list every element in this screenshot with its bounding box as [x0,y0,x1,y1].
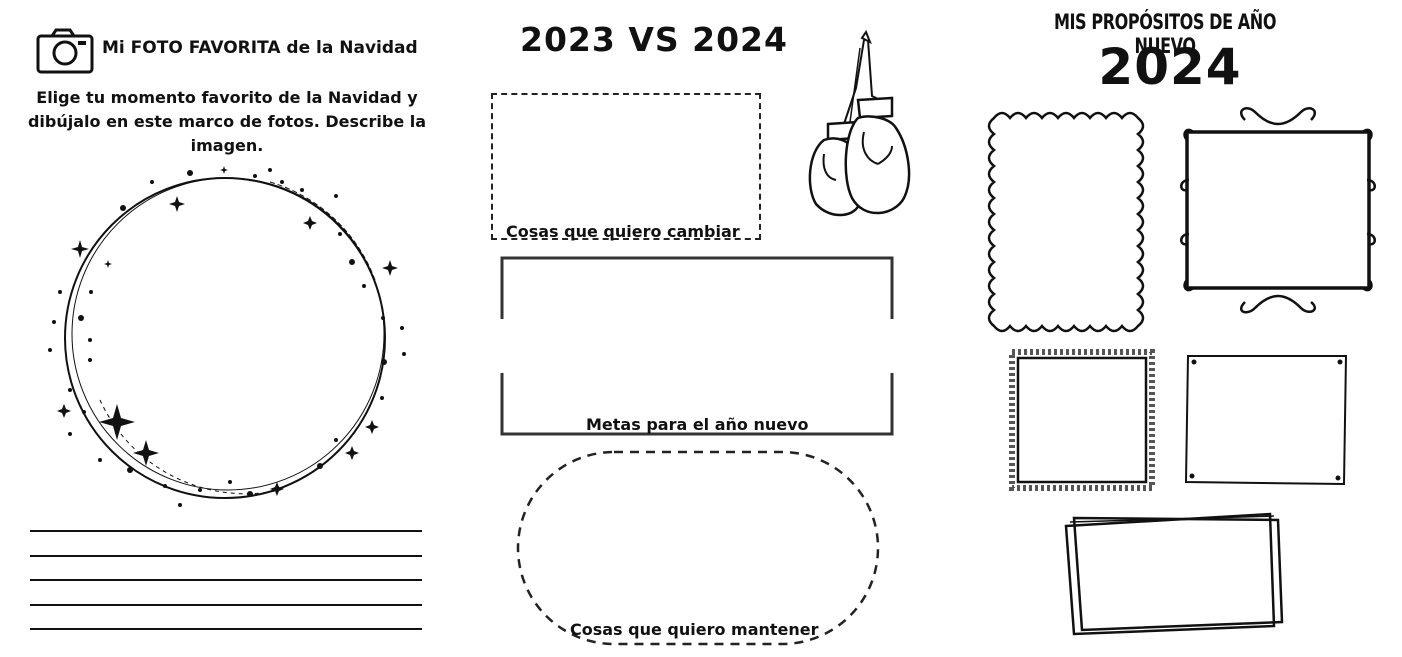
writing-line[interactable] [30,604,422,606]
right-year: 2024 [1098,38,1242,96]
lace-frame[interactable] [1006,346,1158,494]
writing-line[interactable] [30,628,422,630]
swirl-frame[interactable] [1175,104,1381,316]
scallop-frame[interactable] [980,104,1158,340]
box-things-to-keep[interactable] [510,446,886,650]
writing-line[interactable] [30,579,422,581]
double-frame[interactable] [1060,504,1290,638]
left-title: Mi FOTO FAVORITA de la Navidad [102,38,418,58]
writing-line[interactable] [30,555,422,557]
left-instructions: Elige tu momento favorito de la Navidad … [27,88,427,155]
sparkle-circle-frame[interactable] [40,160,420,520]
box-things-to-change[interactable] [491,93,761,240]
writing-line[interactable] [30,530,422,532]
label-things-to-change: Cosas que quiero cambiar [506,222,740,241]
box-goals[interactable] [498,255,896,437]
boxing-gloves-icon [808,29,911,217]
camera-icon [36,28,94,74]
right-title: MIS PROPÓSITOS DE AÑO NUEVO [1053,10,1277,58]
middle-title: 2023 VS 2024 [520,20,788,59]
label-things-to-keep: Cosas que quiero mantener [570,620,819,639]
label-goals: Metas para el año nuevo [586,415,809,434]
left-header: Mi FOTO FAVORITA de la Navidad [36,28,456,74]
pinned-frame[interactable] [1180,350,1352,490]
